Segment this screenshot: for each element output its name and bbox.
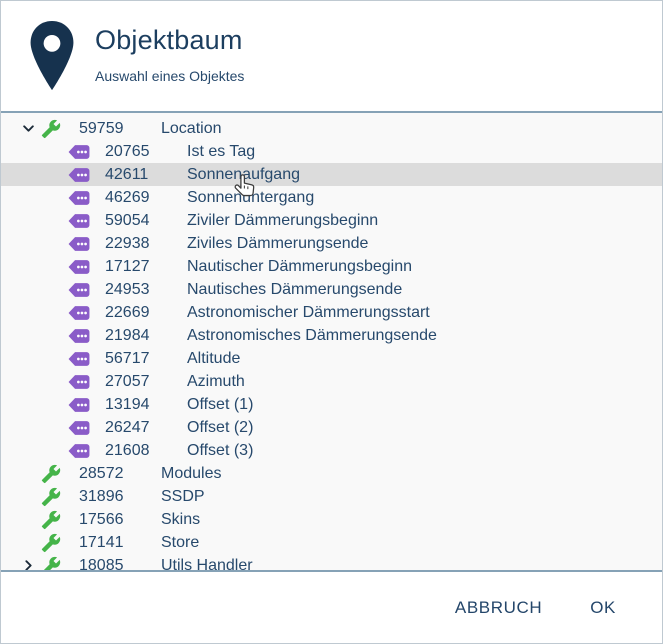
tag-icon bbox=[67, 143, 93, 161]
object-tree: 59759 Location 20765 Ist es Tag 42611 So… bbox=[1, 111, 662, 572]
node-label: Nautischer Dämmerungsbeginn bbox=[187, 257, 412, 275]
wrench-icon bbox=[41, 556, 67, 570]
chevron-down-icon[interactable] bbox=[15, 122, 41, 135]
node-id: 56717 bbox=[105, 349, 150, 367]
tag-icon bbox=[67, 166, 93, 184]
tree-row-18085[interactable]: 18085 Utils Handler bbox=[1, 554, 662, 572]
ok-button[interactable]: OK bbox=[588, 590, 618, 626]
tree-row-24953[interactable]: 24953 Nautisches Dämmerungsende bbox=[1, 278, 662, 301]
node-id: 59054 bbox=[105, 211, 150, 229]
tree-row-21984[interactable]: 21984 Astronomisches Dämmerungsende bbox=[1, 324, 662, 347]
cancel-button[interactable]: ABBRUCH bbox=[453, 590, 544, 626]
tag-icon bbox=[67, 189, 93, 207]
tag-icon bbox=[67, 373, 93, 391]
chevron-right-icon[interactable] bbox=[15, 559, 41, 570]
node-id: 27057 bbox=[105, 372, 150, 390]
tree-row-56717[interactable]: 56717 Altitude bbox=[1, 347, 662, 370]
tree-row-42611[interactable]: 42611 Sonnenaufgang bbox=[1, 163, 662, 186]
node-label: Sonnenuntergang bbox=[187, 188, 315, 206]
tree-row-22938[interactable]: 22938 Ziviles Dämmerungsende bbox=[1, 232, 662, 255]
node-label: Offset (3) bbox=[187, 441, 254, 459]
tree-row-21608[interactable]: 21608 Offset (3) bbox=[1, 439, 662, 462]
node-id: 21608 bbox=[105, 441, 150, 459]
node-label: Astronomischer Dämmerungsstart bbox=[187, 303, 430, 321]
dialog-subtitle: Auswahl eines Objektes bbox=[95, 68, 245, 84]
tag-icon bbox=[67, 350, 93, 368]
tag-icon bbox=[67, 212, 93, 230]
tree-row-17127[interactable]: 17127 Nautischer Dämmerungsbeginn bbox=[1, 255, 662, 278]
node-id: 28572 bbox=[79, 464, 124, 482]
dialog-header: Objektbaum Auswahl eines Objektes bbox=[1, 1, 662, 111]
node-label: Altitude bbox=[187, 349, 241, 367]
tree-row-59759[interactable]: 59759 Location bbox=[1, 117, 662, 140]
tag-icon bbox=[67, 327, 93, 345]
tree-row-28572[interactable]: 28572 Modules bbox=[1, 462, 662, 485]
tree-row-31896[interactable]: 31896 SSDP bbox=[1, 485, 662, 508]
node-label: Ist es Tag bbox=[187, 142, 256, 160]
node-id: 17566 bbox=[79, 510, 124, 528]
node-id: 31896 bbox=[79, 487, 124, 505]
node-id: 22669 bbox=[105, 303, 150, 321]
node-label: Utils Handler bbox=[161, 556, 253, 572]
wrench-icon bbox=[41, 533, 67, 553]
node-id: 22938 bbox=[105, 234, 150, 252]
node-label: Offset (2) bbox=[187, 418, 254, 436]
node-label: SSDP bbox=[161, 487, 205, 505]
node-id: 17141 bbox=[79, 533, 124, 551]
node-label: Ziviler Dämmerungsbeginn bbox=[187, 211, 379, 229]
node-label: Astronomisches Dämmerungsende bbox=[187, 326, 437, 344]
node-label: Sonnenaufgang bbox=[187, 165, 300, 183]
location-pin-icon bbox=[30, 20, 74, 91]
node-label: Store bbox=[161, 533, 200, 551]
node-id: 46269 bbox=[105, 188, 150, 206]
tree-row-20765[interactable]: 20765 Ist es Tag bbox=[1, 140, 662, 163]
node-label: Offset (1) bbox=[187, 395, 254, 413]
tree-row-46269[interactable]: 46269 Sonnenuntergang bbox=[1, 186, 662, 209]
node-id: 21984 bbox=[105, 326, 150, 344]
wrench-icon bbox=[41, 487, 67, 507]
node-label: Modules bbox=[161, 464, 222, 482]
tag-icon bbox=[67, 396, 93, 414]
wrench-icon bbox=[41, 510, 67, 530]
header-text: Objektbaum Auswahl eines Objektes bbox=[95, 25, 244, 84]
dialog-footer: ABBRUCH OK bbox=[1, 572, 662, 643]
node-label: Azimuth bbox=[187, 372, 245, 390]
tree-row-17141[interactable]: 17141 Store bbox=[1, 531, 662, 554]
node-label: Ziviles Dämmerungsende bbox=[187, 234, 369, 252]
tree-row-26247[interactable]: 26247 Offset (2) bbox=[1, 416, 662, 439]
tag-icon bbox=[67, 235, 93, 253]
tree-row-22669[interactable]: 22669 Astronomischer Dämmerungsstart bbox=[1, 301, 662, 324]
tree-row-13194[interactable]: 13194 Offset (1) bbox=[1, 393, 662, 416]
wrench-icon bbox=[41, 464, 67, 484]
tree-row-59054[interactable]: 59054 Ziviler Dämmerungsbeginn bbox=[1, 209, 662, 232]
tag-icon bbox=[67, 442, 93, 460]
node-label: Skins bbox=[161, 510, 201, 528]
tree-row-27057[interactable]: 27057 Azimuth bbox=[1, 370, 662, 393]
node-label: Location bbox=[161, 119, 222, 137]
node-id: 59759 bbox=[79, 119, 124, 137]
node-id: 17127 bbox=[105, 257, 150, 275]
tag-icon bbox=[67, 281, 93, 299]
node-id: 18085 bbox=[79, 556, 124, 572]
node-id: 26247 bbox=[105, 418, 150, 436]
wrench-icon bbox=[41, 119, 67, 139]
node-id: 20765 bbox=[105, 142, 150, 160]
node-id: 42611 bbox=[105, 165, 149, 183]
dialog-title: Objektbaum bbox=[95, 25, 243, 55]
tag-icon bbox=[67, 258, 93, 276]
tree-row-17566[interactable]: 17566 Skins bbox=[1, 508, 662, 531]
node-label: Nautisches Dämmerungsende bbox=[187, 280, 403, 298]
tag-icon bbox=[67, 419, 93, 437]
node-id: 13194 bbox=[105, 395, 150, 413]
node-id: 24953 bbox=[105, 280, 150, 298]
tag-icon bbox=[67, 304, 93, 322]
